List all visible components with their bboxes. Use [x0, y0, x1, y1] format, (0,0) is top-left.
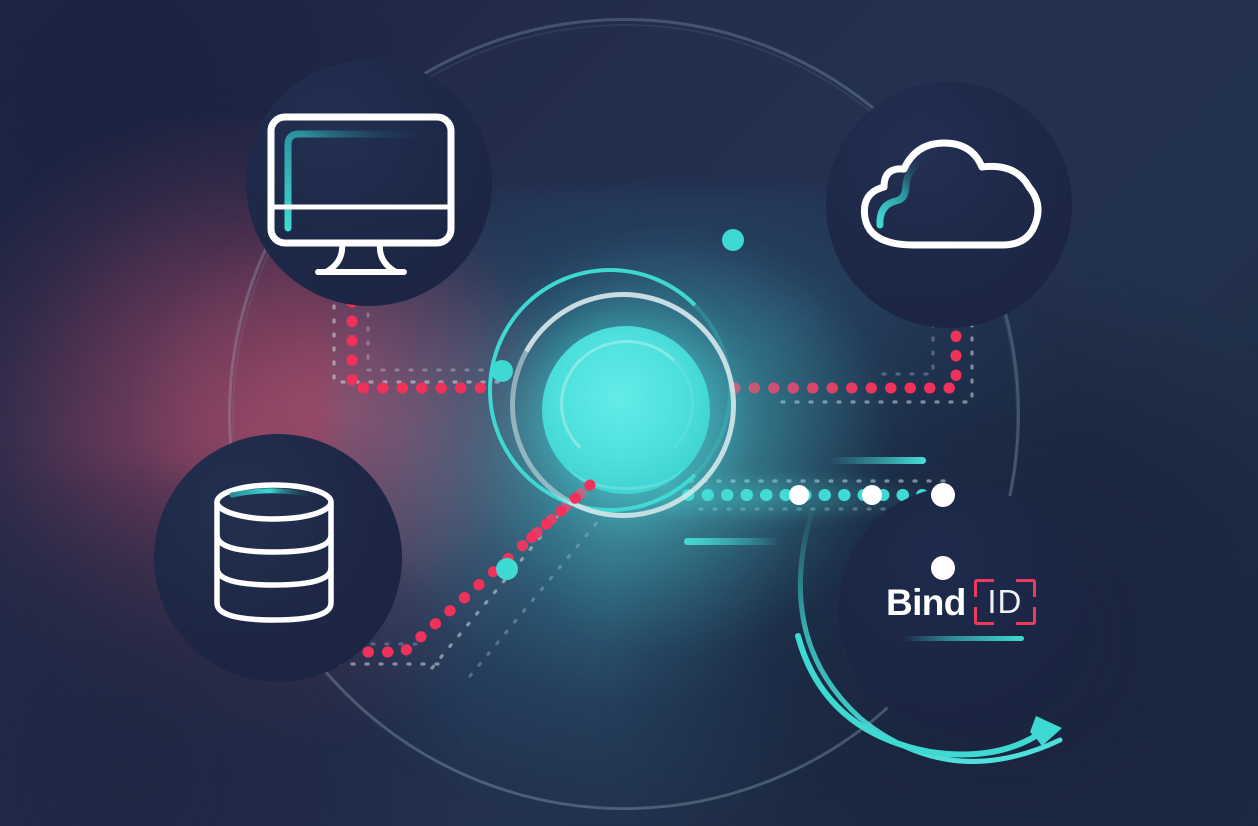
- database-icon: [214, 482, 334, 623]
- identity-core-teal-ring-icon: [488, 268, 732, 512]
- junction-node-diagonal[interactable]: [496, 558, 518, 580]
- relay-node-4[interactable]: [931, 556, 955, 580]
- bindid-underline: [902, 636, 1024, 641]
- bindid-wordmark: Bind: [886, 581, 966, 623]
- free-teal-dot: [722, 229, 744, 251]
- teal-streak-lower: [684, 538, 780, 545]
- identity-core-highlight-lower: [566, 428, 686, 490]
- teal-streak-upper: [830, 457, 926, 464]
- node-database[interactable]: [154, 434, 402, 682]
- junction-node-top[interactable]: [491, 360, 513, 382]
- flow-arrow-arc-icon: [795, 633, 1062, 758]
- relay-node-3[interactable]: [931, 483, 955, 507]
- bindid-orbit-arc-icon: [797, 507, 1063, 764]
- bindid-id-text: ID: [987, 583, 1023, 620]
- relay-node-1[interactable]: [789, 485, 809, 505]
- bindid-logo: Bind ID: [886, 578, 1036, 626]
- bracket-top-left-icon: [973, 579, 994, 597]
- identity-core-highlight: [560, 340, 694, 468]
- bracket-bottom-right-icon: [1015, 607, 1036, 625]
- background-orbit-ring-secondary-icon: [232, 24, 1018, 810]
- cloud-icon: [860, 139, 1042, 249]
- path-monitor-to-core: [346, 276, 504, 394]
- node-bindid[interactable]: [838, 486, 1084, 732]
- relay-node-2[interactable]: [862, 485, 882, 505]
- bindid-bracket-group: ID: [973, 579, 1036, 625]
- desktop-monitor-icon: [267, 113, 455, 275]
- bracket-top-right-icon: [1015, 579, 1036, 597]
- bracket-bottom-left-icon: [973, 607, 994, 625]
